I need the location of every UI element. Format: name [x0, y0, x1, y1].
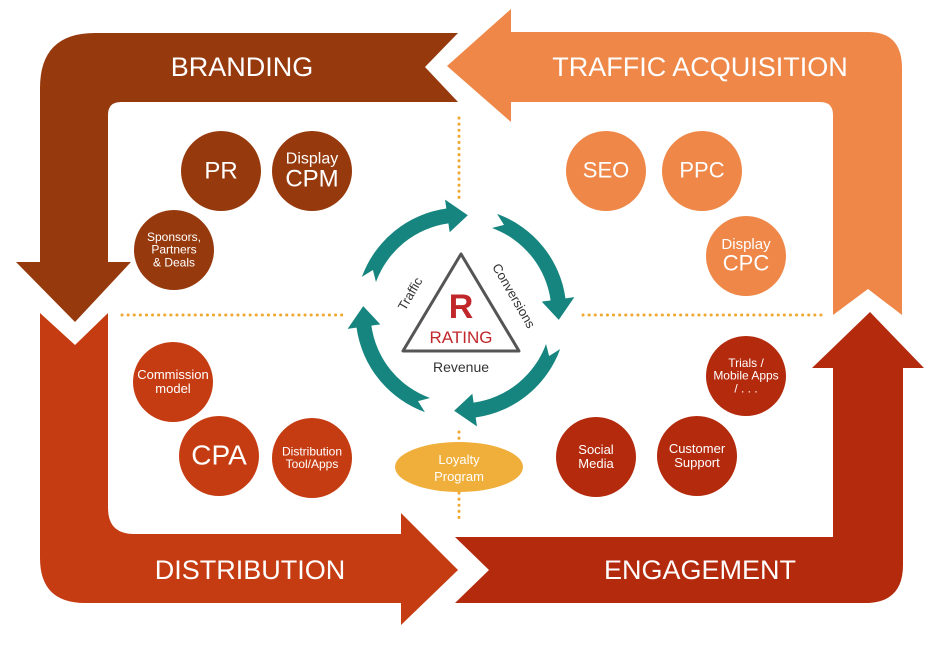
circle-distribution-tools-line: Tool/Apps: [286, 457, 339, 471]
loyalty-program-line2: Program: [434, 469, 484, 484]
circle-ppc-shape: [662, 131, 742, 211]
circle-commission-shape: [133, 342, 213, 422]
circle-display-cpm-line: CPM: [285, 166, 338, 193]
circle-seo: SEO: [566, 131, 646, 211]
engagement-label: ENGAGEMENT: [604, 555, 796, 585]
circle-ppc-line: PPC: [679, 158, 724, 183]
circle-display-cpm-shape: [272, 131, 352, 211]
rating-logo-word: RATING: [430, 328, 493, 347]
circle-display-cpc-line: Display: [721, 236, 771, 253]
side-label-revenue: Revenue: [433, 359, 489, 375]
circle-social-shape: [556, 417, 636, 497]
circle-pr-shape: [181, 131, 261, 211]
distribution-label: DISTRIBUTION: [155, 555, 346, 585]
circle-social-line: Media: [578, 456, 614, 471]
circle-sponsors-line: Partners: [151, 243, 196, 257]
circle-support-line: Support: [674, 455, 720, 470]
circle-commission-line: Commission: [137, 367, 209, 382]
circle-seo-shape: [566, 131, 646, 211]
cycle-arrow-bottom-left: [347, 306, 431, 413]
loyalty-program-ellipse: [395, 442, 523, 492]
circle-support-line: Customer: [669, 441, 726, 456]
side-label-traffic: Traffic: [395, 274, 426, 313]
circle-distribution-tools-shape: [272, 418, 352, 498]
circle-display-cpc-shape: [706, 216, 786, 296]
engagement-arrow: [455, 312, 924, 603]
branding-arrow: [16, 33, 458, 322]
circle-sponsors-line: & Deals: [153, 255, 195, 269]
circle-social-line: Social: [578, 442, 614, 457]
rating-logo-letter: R: [449, 288, 474, 326]
traffic-acquisition-arrow: [447, 9, 902, 315]
circle-distribution-tools-line: Distribution: [282, 444, 342, 458]
traffic-acquisition-label: TRAFFIC ACQUISITION: [552, 52, 848, 82]
circle-seo-line: SEO: [583, 158, 629, 183]
loyalty-program-line1: Loyalty: [438, 452, 480, 467]
circle-ppc: PPC: [662, 131, 742, 211]
rating-triangle: [401, 252, 521, 353]
cycle-arrows: [347, 199, 575, 427]
circle-cpa-shape: [179, 416, 259, 496]
circle-trials-line: / . . .: [734, 381, 757, 395]
circle-display-cpm-line: Display: [286, 150, 338, 167]
cycle-arrow-bottom-right: [454, 343, 561, 427]
branding-label: BRANDING: [171, 52, 314, 82]
circle-sponsors-line: Sponsors,: [147, 230, 201, 244]
circle-cpa-line: CPA: [191, 440, 247, 471]
circle-commission-line: model: [155, 381, 191, 396]
circle-trials-line: Mobile Apps: [713, 369, 778, 383]
circle-sponsors: Sponsors,Partners& Deals: [134, 210, 214, 290]
circle-display-cpc-line: CPC: [723, 251, 770, 276]
circle-sponsors-shape: [134, 210, 214, 290]
cycle-arrow-top-left: [361, 199, 468, 283]
circle-support-shape: [657, 416, 737, 496]
circle-pr: PR: [181, 131, 261, 211]
circle-trials-shape: [706, 336, 786, 416]
circle-cpa: CPA: [179, 416, 259, 496]
circle-trials: Trials /Mobile Apps/ . . .: [706, 336, 786, 416]
circle-pr-line: PR: [204, 157, 237, 184]
cycle-arrow-top-right: [491, 213, 575, 320]
circle-trials-line: Trials /: [728, 356, 764, 370]
distribution-arrow: [40, 313, 458, 625]
